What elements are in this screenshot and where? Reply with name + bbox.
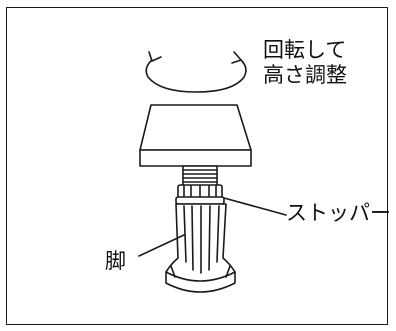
rotate-label-line2: 高さ調整 [263, 63, 347, 87]
leg-leader-line [138, 234, 185, 257]
base-plate [139, 104, 252, 167]
leg-body [165, 203, 236, 293]
stopper-ring [175, 184, 225, 205]
stopper-label: ストッパー [286, 201, 391, 225]
stopper-leader-line [223, 197, 287, 216]
rotation-arrow-icon [145, 51, 247, 93]
rotate-label-line1: 回転して [263, 38, 347, 62]
threaded-screw [182, 165, 218, 188]
leg-label: 脚 [105, 249, 126, 273]
